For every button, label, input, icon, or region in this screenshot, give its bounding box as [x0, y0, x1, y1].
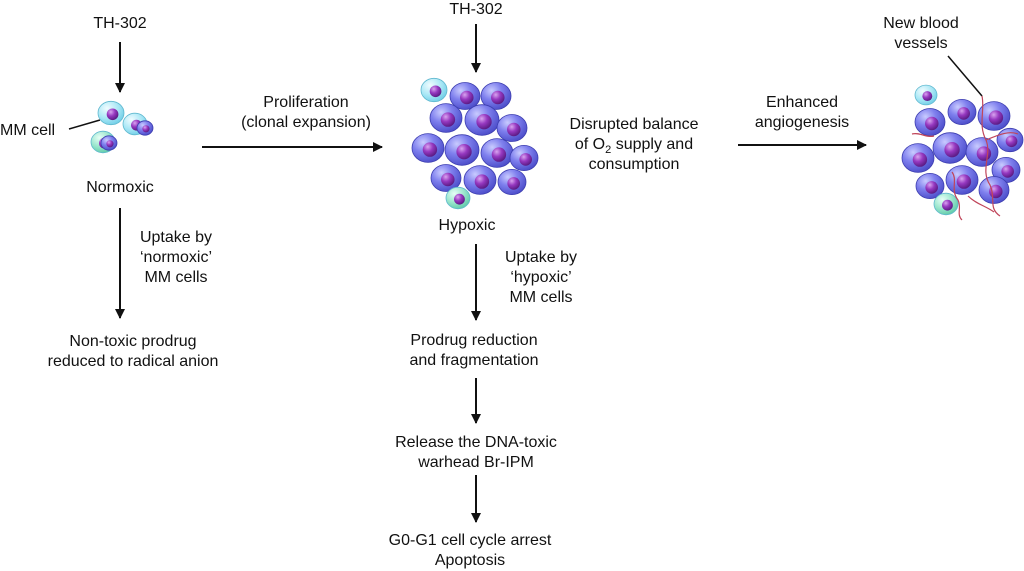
cell-illustration	[977, 101, 1011, 131]
cell-illustration	[932, 132, 968, 164]
cell-illustration	[463, 165, 497, 195]
disrupted-balance-label: Disrupted balance of O2 supply and consu…	[569, 116, 699, 173]
cell-illustration	[464, 104, 500, 136]
hypoxic-uptake-label: Uptake by ‘hypoxic’ MM cells	[504, 249, 578, 306]
center-drug-label: TH-302	[449, 1, 503, 18]
cell-illustration	[947, 99, 977, 126]
cell-illustration	[411, 133, 445, 163]
mm-cell-pointer-line	[68, 119, 101, 130]
cell-illustration	[497, 168, 527, 195]
cell-illustration	[965, 137, 999, 167]
cell-illustration	[496, 114, 528, 142]
cell-illustration	[445, 186, 471, 210]
cell-illustration	[901, 143, 935, 173]
cell-illustration	[449, 82, 481, 110]
blood-vessel	[985, 132, 1019, 141]
vessels-pointer-line	[947, 55, 983, 97]
cell-illustration	[444, 134, 480, 166]
normoxic-uptake-label: Uptake by ‘normoxic’ MM cells	[139, 229, 213, 286]
radical-anion-outcome-label: Non-toxic prodrug reduced to radical ani…	[47, 333, 219, 370]
normoxic-cell-group	[90, 100, 154, 154]
normoxic-label: Normoxic	[86, 179, 154, 196]
new-blood-vessels	[911, 95, 1019, 221]
left-drug-label: TH-302	[93, 15, 147, 32]
cell-illustration	[100, 135, 118, 151]
cell-illustration	[978, 176, 1010, 204]
cell-illustration	[945, 165, 979, 195]
cell-illustration	[136, 120, 154, 136]
cell-illustration	[914, 108, 946, 136]
arrows	[68, 24, 983, 523]
angiogenesis-label: Enhanced angiogenesis	[754, 94, 850, 131]
mm-cell-label: MM cell	[0, 122, 56, 139]
cell-illustration	[509, 144, 539, 171]
cell-illustration	[480, 82, 512, 110]
cell-illustration	[97, 100, 125, 126]
release-warhead-label: Release the DNA-toxic warhead Br-IPM	[395, 434, 557, 471]
blood-vessel	[981, 95, 1001, 217]
new-blood-vessels-label: New blood vessels	[883, 15, 959, 52]
cell-illustration	[430, 164, 462, 192]
cell-illustration	[933, 192, 959, 216]
vascularized-cell-cluster	[901, 84, 1024, 216]
cell-illustration	[915, 172, 945, 199]
proliferation-label: Proliferation (clonal expansion)	[241, 94, 371, 131]
cell-illustration	[420, 77, 448, 103]
cell-illustration	[996, 127, 1024, 153]
blood-vessel	[967, 195, 995, 213]
cell-cycle-arrest-label: G0-G1 cell cycle arrest Apoptosis	[388, 532, 552, 569]
cell-illustration	[480, 138, 514, 168]
prodrug-reduction-label: Prodrug reduction and fragmentation	[409, 332, 539, 369]
hypoxic-label: Hypoxic	[438, 217, 496, 234]
blood-vessel	[911, 132, 935, 138]
hypoxic-cell-cluster	[411, 77, 539, 210]
cell-illustration	[914, 84, 938, 106]
cell-illustration	[429, 103, 463, 133]
blood-vessel	[951, 171, 963, 221]
cell-illustration	[991, 156, 1021, 183]
